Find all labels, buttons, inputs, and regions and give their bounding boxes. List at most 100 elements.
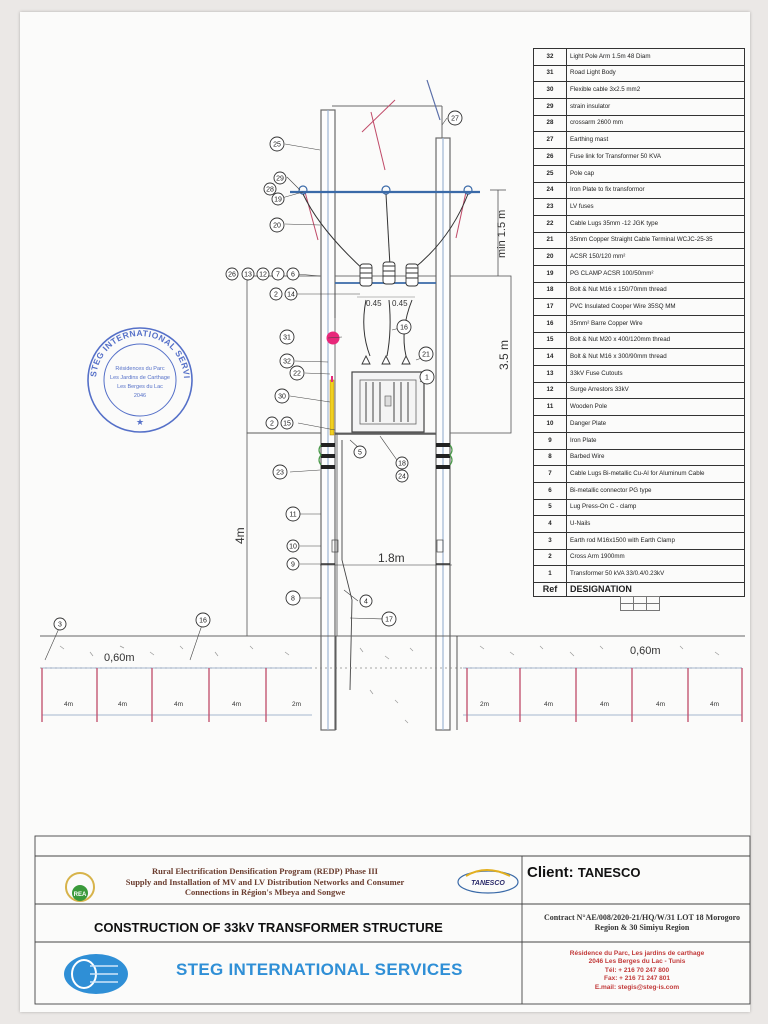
svg-text:28: 28	[266, 187, 274, 194]
contract-number: Contract N°AE/008/2020-21/HQ/W/31 LOT 18…	[543, 913, 741, 932]
legend-designation: Iron Plate to fix transformor	[566, 181, 745, 200]
legend-ref: 28	[533, 114, 567, 133]
legend-ref: 3	[533, 531, 567, 550]
svg-text:7: 7	[276, 272, 280, 279]
legend-ref: 23	[533, 198, 567, 216]
legend-designation: Iron Plate	[566, 431, 745, 450]
svg-text:4m: 4m	[64, 701, 73, 708]
legend-designation: Road Light Body	[566, 64, 745, 83]
fuse-cutouts	[359, 261, 419, 287]
svg-text:19: 19	[274, 197, 282, 204]
svg-text:31: 31	[283, 335, 291, 342]
legend-ref: 4	[533, 515, 567, 533]
legend-ref: 11	[533, 398, 567, 417]
legend-designation: Bolt & Nut M16 x 150/70mm thread	[566, 281, 745, 300]
svg-text:4: 4	[364, 599, 368, 606]
svg-text:Les Berges du Lac: Les Berges du Lac	[117, 384, 163, 390]
svg-text:★: ★	[136, 417, 144, 427]
danger-plate	[331, 539, 339, 553]
svg-text:18: 18	[398, 461, 406, 468]
svg-text:12: 12	[259, 272, 267, 279]
svg-text:STEG INTERNATIONAL SERVICES: STEG INTERNATIONAL SERVICES	[0, 0, 192, 379]
svg-text:2m: 2m	[480, 701, 489, 708]
svg-text:16: 16	[199, 618, 207, 625]
drawing-title: CONSTRUCTION OF 33kV TRANSFORMER STRUCTU…	[94, 920, 443, 935]
svg-text:8: 8	[291, 596, 295, 603]
legend-ref: 27	[533, 131, 567, 150]
svg-text:6: 6	[291, 272, 295, 279]
flexible-cable-conduit	[329, 379, 335, 436]
svg-text:2: 2	[270, 421, 274, 428]
legend-ref: 18	[533, 281, 567, 300]
svg-text:13: 13	[244, 272, 252, 279]
barbed-wire-fence	[41, 667, 743, 722]
fuse-spacing-right: 0.45	[392, 299, 408, 308]
legend-ref: 22	[533, 214, 567, 233]
legend-header-ref: Ref	[533, 582, 567, 597]
rea-logo: REA	[65, 872, 95, 902]
tanesco-logo: TANESCO	[457, 869, 519, 894]
svg-text:22: 22	[293, 371, 301, 378]
company-stamp: STEG INTERNATIONAL SERVICES Résidences d…	[0, 0, 193, 433]
client-label: Client: TANESCO	[527, 864, 640, 881]
svg-text:2m: 2m	[292, 701, 301, 708]
revision-cells	[620, 596, 660, 611]
svg-text:32: 32	[283, 359, 291, 366]
legend-designation: Light Pole Arm 1.5m 48 Diam	[566, 48, 745, 66]
legend-designation: Cable Lugs Bi-metallic Cu-Al for Aluminu…	[566, 465, 745, 483]
svg-text:2: 2	[274, 292, 278, 299]
legend-designation: Earthing mast	[566, 131, 745, 150]
legend-ref: 10	[533, 415, 567, 433]
client-label-text: Client:	[527, 864, 574, 881]
legend-designation: Flexible cable 3x2.5 mm2	[566, 81, 745, 100]
svg-text:2046: 2046	[134, 393, 146, 399]
legend-ref: 1	[533, 565, 567, 583]
transformer	[351, 371, 425, 433]
svg-text:4m: 4m	[118, 701, 127, 708]
legend-designation: Lug Press-On C - clamp	[566, 498, 745, 517]
legend-designation: Pole cap	[566, 164, 745, 183]
legend-ref: 25	[533, 164, 567, 183]
ground-hatching	[59, 645, 720, 724]
legend-designation: Cable Lugs 35mm -12 JGK type	[566, 214, 745, 233]
legend-designation: crossarm 2600 mm	[566, 114, 745, 133]
legend-ref: 12	[533, 381, 567, 400]
legend-ref: 17	[533, 298, 567, 316]
legend-ref: 26	[533, 148, 567, 166]
legend-designation: ACSR 150/120 mm²	[566, 248, 745, 266]
legend-designation: Bolt & Nut M16 x 300/90mm thread	[566, 348, 745, 367]
legend-ref: 29	[533, 98, 567, 116]
ground-height-dimension: 4m	[233, 527, 247, 544]
svg-text:21: 21	[422, 352, 430, 359]
earthing-mast-left	[361, 99, 396, 133]
fuse-spacing-left: 0.45	[366, 299, 382, 308]
pole-spacing-dimension: 1.8m	[378, 551, 405, 565]
svg-text:4m: 4m	[710, 701, 719, 708]
legend-header-designation: DESIGNATION	[566, 582, 745, 597]
svg-text:11: 11	[289, 512, 296, 519]
svg-text:30: 30	[278, 394, 286, 401]
svg-text:15: 15	[283, 421, 291, 428]
depth-left-dimension: 0,60m	[104, 652, 135, 664]
title-block-frame	[34, 835, 751, 1005]
